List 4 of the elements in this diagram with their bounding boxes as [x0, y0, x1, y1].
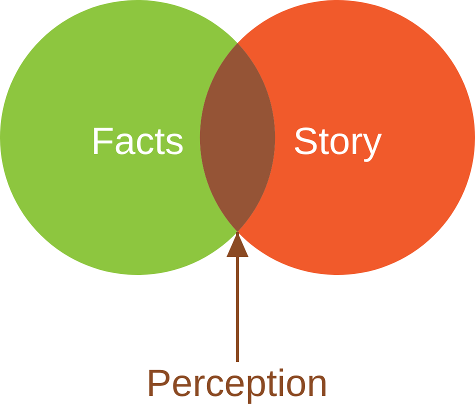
- circle-label: Facts: [91, 120, 184, 164]
- callout-label: Perception: [127, 362, 347, 406]
- circle-label: Story: [293, 120, 382, 164]
- leader-arrow: [226, 232, 248, 362]
